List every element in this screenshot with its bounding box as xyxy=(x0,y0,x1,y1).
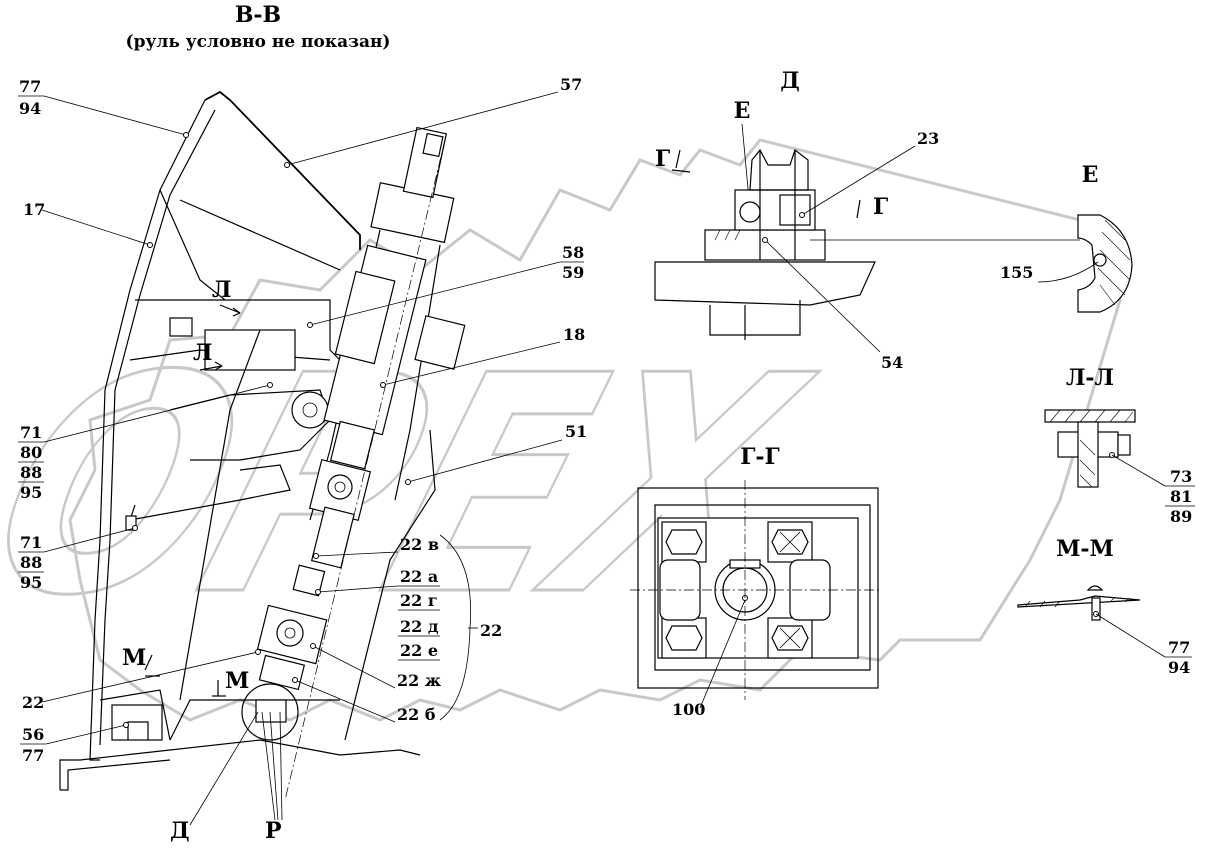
callout-81: 81 xyxy=(1170,487,1192,506)
section-vv-subtitle: (руль условно не показан) xyxy=(126,32,391,52)
callout-22e: 22 е xyxy=(400,641,438,660)
callout-89: 89 xyxy=(1170,507,1192,526)
view-e-title: Е xyxy=(1082,162,1099,188)
callout-95-b: 95 xyxy=(20,573,42,592)
callout-23: 23 xyxy=(917,129,939,148)
watermark: OPEX xyxy=(0,138,1122,722)
callout-71-a: 71 xyxy=(20,423,42,442)
callout-94-top: 94 xyxy=(19,99,41,118)
mark-m-right: М xyxy=(225,668,249,694)
section-marks-main: Л Л М М Д Р xyxy=(122,277,283,844)
callout-100: 100 xyxy=(672,700,705,719)
view-d-mark-g-left: Г xyxy=(655,146,670,172)
callout-77-top: 77 xyxy=(19,77,41,96)
view-d-mark-e: Е xyxy=(734,98,751,124)
callout-22g: 22 г xyxy=(400,591,438,610)
section-ll: Л-Л 73 81 89 xyxy=(1044,365,1195,526)
section-mm-title: М-М xyxy=(1056,536,1114,562)
callout-59: 59 xyxy=(562,263,584,282)
section-gg-title: Г-Г xyxy=(740,444,780,470)
callout-77-mm: 77 xyxy=(1168,638,1190,657)
callout-22a: 22 а xyxy=(400,567,438,586)
callout-95-a: 95 xyxy=(20,483,42,502)
callout-22d: 22 д xyxy=(400,617,439,636)
callout-73: 73 xyxy=(1170,467,1192,486)
mark-l-upper: Л xyxy=(212,277,231,303)
view-d-mark-g-right: Г xyxy=(873,194,888,220)
section-gg: Г-Г 100 xyxy=(630,444,880,719)
callout-22b: 22 б xyxy=(397,705,436,724)
section-mm: М-М 77 94 xyxy=(1017,536,1192,677)
view-e: Е 155 xyxy=(1000,162,1133,313)
callout-17: 17 xyxy=(23,200,45,219)
main-steering-assembly xyxy=(59,90,466,801)
callout-80: 80 xyxy=(20,443,42,462)
callout-88-a: 88 xyxy=(20,463,42,482)
callout-58: 58 xyxy=(562,243,584,262)
callout-22v: 22 в xyxy=(400,535,439,554)
view-d: Д Е Г Г 23 54 xyxy=(654,68,1080,372)
mark-d-bottom: Д xyxy=(170,818,190,844)
section-ll-title: Л-Л xyxy=(1066,365,1114,391)
mark-l-lower: Л xyxy=(193,340,212,366)
mark-m-left: М xyxy=(122,645,146,671)
callout-54: 54 xyxy=(881,353,903,372)
callout-18: 18 xyxy=(563,325,585,344)
main-callouts: 77 94 17 57 58 59 18 71 80 88 95 51 xyxy=(18,75,587,765)
callout-22-left: 22 xyxy=(22,693,44,712)
callout-22zh: 22 ж xyxy=(397,671,441,690)
mark-r-bottom: Р xyxy=(265,818,282,844)
section-vv-title: В-В xyxy=(235,2,281,28)
callout-155: 155 xyxy=(1000,263,1033,282)
callout-22-group: 22 xyxy=(480,621,502,640)
callout-51: 51 xyxy=(565,422,587,441)
callout-56: 56 xyxy=(22,725,44,744)
callout-88-b: 88 xyxy=(20,553,42,572)
callout-57: 57 xyxy=(560,75,582,94)
callout-77-bottom: 77 xyxy=(22,746,44,765)
callout-94-mm: 94 xyxy=(1168,658,1190,677)
view-d-title: Д xyxy=(780,68,800,94)
callout-71-b: 71 xyxy=(20,533,42,552)
